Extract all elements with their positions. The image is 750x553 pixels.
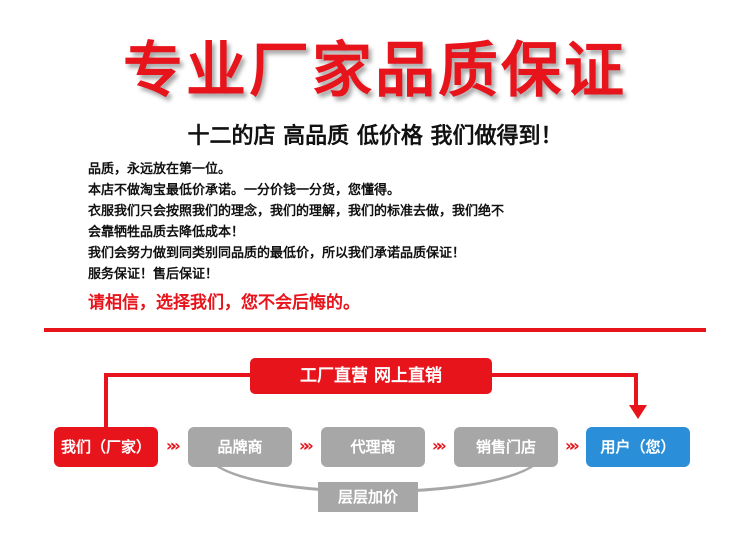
- body-line: 我们会努力做到同类别同品质的最低价，所以我们承诺品质保证！: [88, 246, 466, 261]
- flow-line-left-vertical: [104, 373, 108, 428]
- node-retail-store: 销售门店: [454, 427, 558, 467]
- arrow-down-icon: [629, 405, 647, 419]
- node-manufacturer: 我们（厂家）: [54, 427, 158, 467]
- chevron-right-icon: »»: [166, 436, 180, 455]
- chevron-right-icon: »»: [565, 436, 579, 455]
- direct-sales-banner: 工厂直营 网上直销: [250, 358, 492, 394]
- body-line: 本店不做淘宝最低价承诺。一分价钱一分货，您懂得。: [88, 183, 401, 198]
- divider: [44, 328, 706, 332]
- chevron-right-icon: »»: [299, 436, 313, 455]
- body-line: 服务保证！售后保证！: [88, 267, 219, 282]
- layered-markup-label: 层层加价: [318, 482, 418, 512]
- node-agent: 代理商: [321, 427, 425, 467]
- chevron-right-icon: »»: [432, 436, 446, 455]
- body-line: 会靠牺牲品质去降低成本！: [88, 225, 245, 240]
- closing-statement: 请相信，选择我们，您不会后悔的。: [88, 293, 360, 313]
- headline: 专业厂家品质保证: [123, 36, 627, 106]
- body-text: 品质，永远放在第一位。 本店不做淘宝最低价承诺。一分价钱一分货，您懂得。 衣服我…: [88, 159, 628, 285]
- node-brand: 品牌商: [188, 427, 292, 467]
- flow-line-top-right: [490, 373, 636, 377]
- flow-line-right-vertical: [634, 373, 638, 407]
- body-line: 衣服我们只会按照我们的理念，我们的理解，我们的标准去做，我们绝不: [88, 204, 505, 219]
- node-user: 用户（您）: [586, 427, 690, 467]
- slogan: 十二的店 高品质 低价格 我们做得到！: [187, 124, 563, 149]
- body-line: 品质，永远放在第一位。: [88, 162, 232, 177]
- flow-line-top-left: [104, 373, 252, 377]
